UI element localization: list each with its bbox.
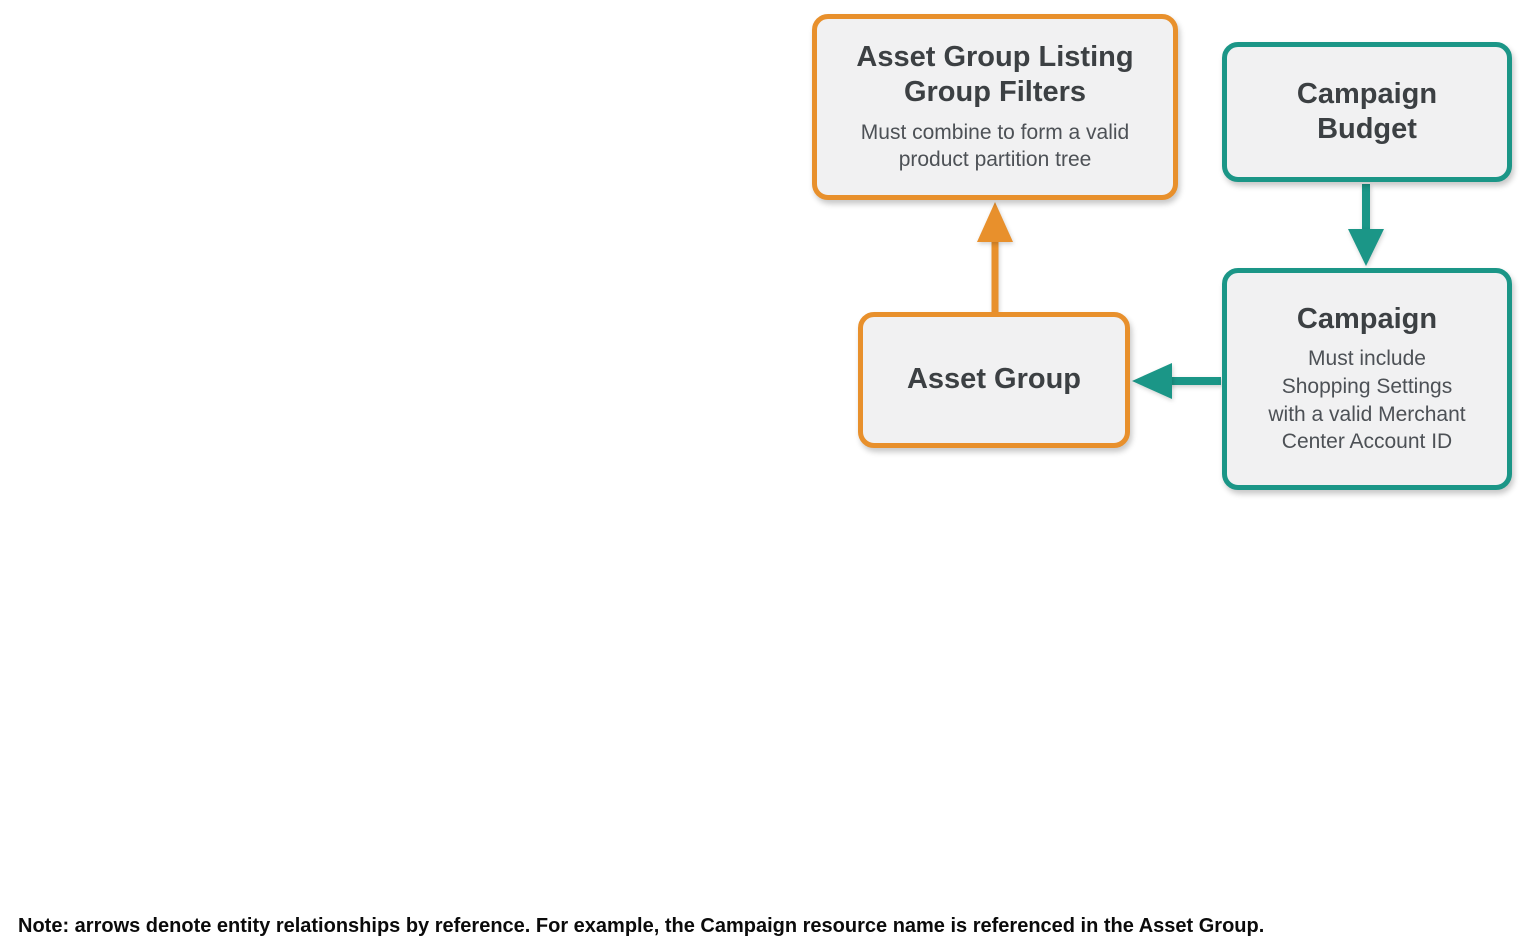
node-subtitle: Must combine to form a valid product par… bbox=[860, 120, 1130, 172]
arrow-campaign-budget-to-campaign bbox=[1348, 184, 1384, 266]
node-campaign-budget: Campaign Budget bbox=[1222, 42, 1512, 182]
node-title: Campaign bbox=[1296, 302, 1438, 335]
node-subtitle: Must include Shopping Settings with a va… bbox=[1268, 347, 1466, 454]
arrow-asset-group-to-listing-group-filters bbox=[977, 202, 1013, 312]
node-campaign: Campaign Must include Shopping Settings … bbox=[1222, 268, 1512, 490]
node-title: Asset Group Listing Group Filters bbox=[856, 40, 1134, 109]
arrow-campaign-to-asset-group bbox=[1132, 363, 1221, 399]
footnote: Note: arrows denote entity relationships… bbox=[18, 915, 1265, 937]
node-title: Asset Group bbox=[906, 363, 1082, 396]
node-asset-group-listing-group-filters: Asset Group Listing Group Filters Must c… bbox=[812, 14, 1178, 200]
node-asset-group: Asset Group bbox=[858, 312, 1130, 448]
node-title: Campaign Budget bbox=[1296, 77, 1438, 145]
